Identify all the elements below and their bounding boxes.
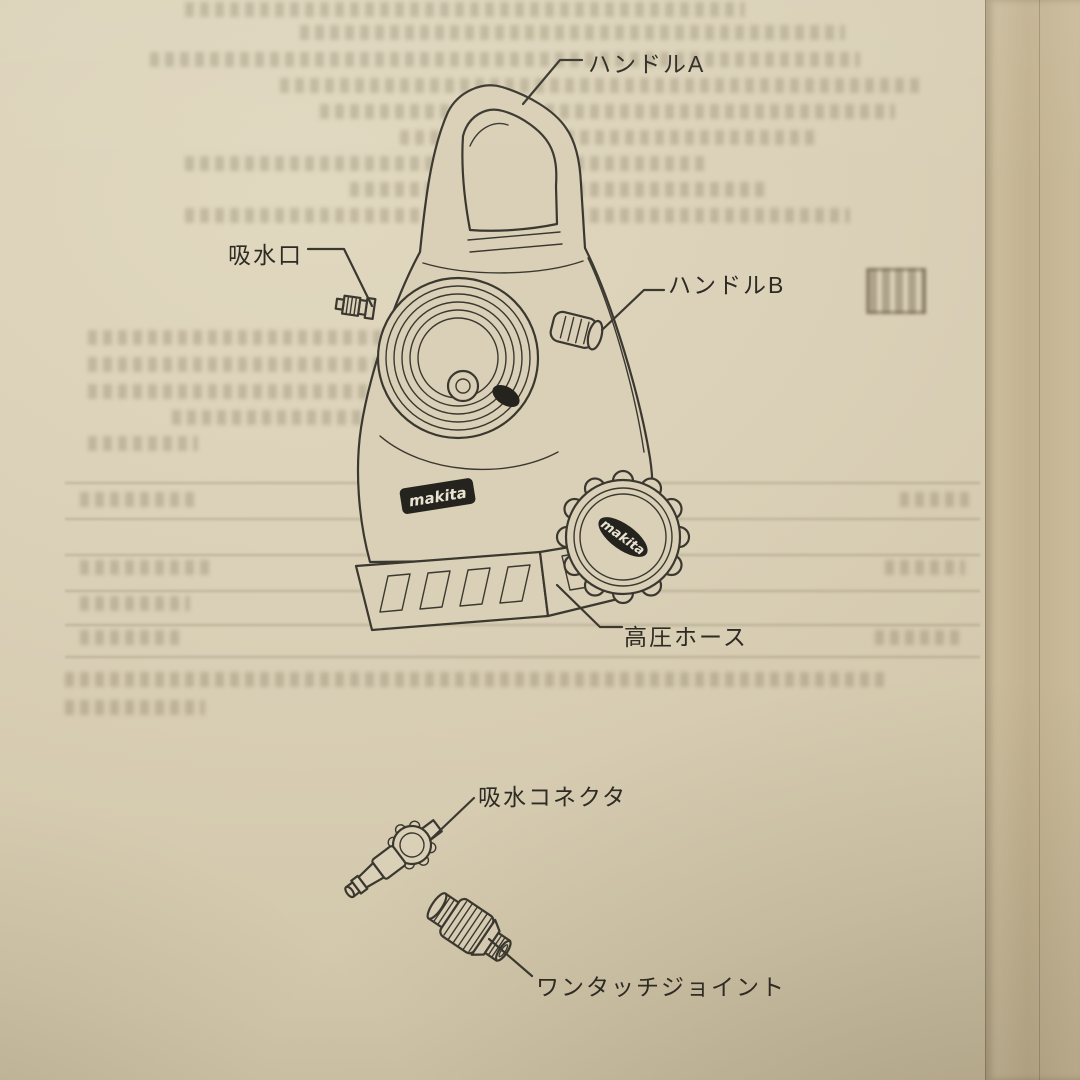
bleedthrough-note-box — [866, 268, 926, 314]
base-vent — [379, 573, 411, 613]
adjacent-page-edge — [985, 0, 1080, 1080]
intake-port-fitting — [334, 294, 377, 321]
leader-handle-b — [600, 288, 666, 332]
label-intake-port: 吸水口 — [228, 242, 303, 268]
leader-intake-connector — [428, 796, 476, 842]
label-intake-connector: 吸水コネクタ — [478, 784, 628, 810]
bleedthrough-line — [150, 52, 860, 67]
hose-exit-shadow — [492, 384, 520, 408]
base-vent — [459, 567, 491, 607]
bleedthrough-line — [900, 492, 970, 507]
bleedthrough-line — [88, 330, 418, 345]
base-vent — [499, 564, 531, 604]
bleedthrough-line — [88, 436, 198, 451]
hose-reel — [376, 276, 540, 440]
bleedthrough-line — [88, 384, 418, 399]
label-one-touch-joint: ワンタッチジョイント — [536, 974, 786, 1000]
brand-logo-body: makita — [399, 478, 476, 514]
label-handle-a: ハンドルA — [588, 51, 706, 77]
intake-connector-part — [344, 819, 443, 899]
bleedthrough-table-rule — [65, 624, 980, 626]
bleedthrough-line — [65, 672, 885, 687]
label-high-pressure-hose: 高圧ホース — [624, 624, 748, 650]
carry-handle-a — [461, 108, 563, 253]
bleedthrough-line — [80, 492, 200, 507]
leader-intake-port — [306, 247, 374, 308]
bleedthrough-line — [65, 700, 205, 715]
leader-one-touch-joint — [487, 937, 534, 978]
bleedthrough-line — [80, 560, 210, 575]
leader-handle-a — [521, 58, 584, 106]
reel-cap: makita — [555, 469, 691, 605]
bleedthrough-line — [88, 357, 428, 372]
leader-lines — [306, 58, 666, 978]
bleedthrough-line — [172, 410, 422, 425]
label-handle-b: ハンドルB — [668, 272, 786, 298]
bleedthrough-line — [80, 596, 190, 611]
bleedthrough-line — [80, 630, 180, 645]
base-vent — [419, 570, 451, 610]
bleedthrough-table-rule — [65, 656, 980, 658]
bleedthrough-line — [185, 2, 745, 17]
handle-b-knob — [549, 310, 604, 351]
bleedthrough-line — [280, 78, 925, 93]
bleedthrough-line — [300, 25, 845, 40]
one-touch-joint-part — [426, 892, 512, 962]
leader-high-pressure-hose — [555, 583, 624, 629]
bleedthrough-line — [875, 630, 965, 645]
bleedthrough-line — [885, 560, 965, 575]
